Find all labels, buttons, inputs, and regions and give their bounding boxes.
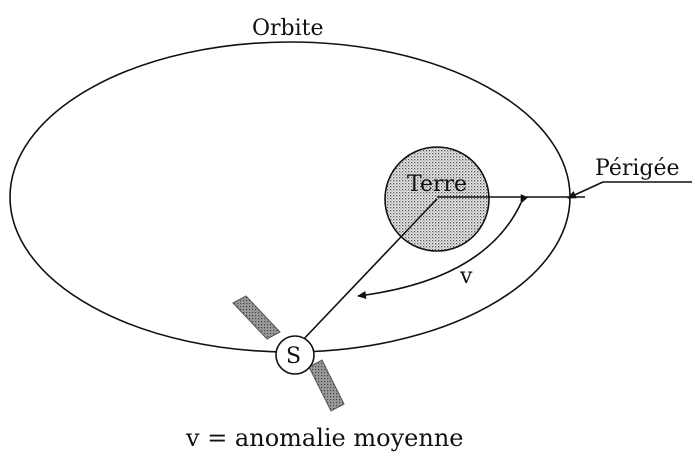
satellite-panel-lower: [308, 359, 345, 412]
satellite-label: S: [286, 344, 301, 369]
satellite-body: [275, 335, 315, 375]
perigee-pointer: [567, 181, 604, 199]
perigee-label: Périgée: [595, 156, 680, 181]
earth-satellite-line: [299, 198, 438, 344]
anomaly-angle-label: v: [459, 264, 473, 289]
orbit-label: Orbite: [252, 16, 324, 41]
satellite-panel-upper: [232, 295, 281, 340]
earth-label: Terre: [407, 172, 467, 197]
diagram-caption: v = anomalie moyenne: [185, 424, 463, 452]
anomaly-angle-arc: [357, 194, 529, 299]
